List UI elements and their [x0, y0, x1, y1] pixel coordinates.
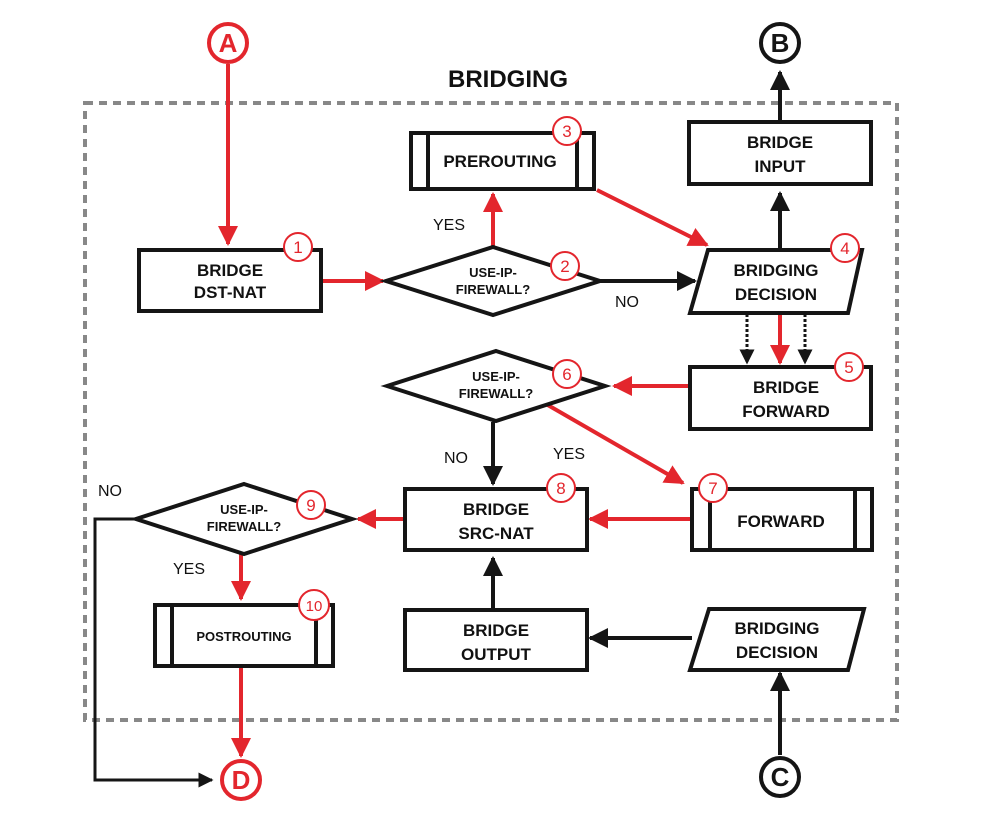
edge-label-no-decision: NO	[615, 294, 639, 311]
node-bridging-decision-1: BRIDGING DECISION	[687, 248, 865, 315]
edge-label-no-bypass: NO	[98, 483, 122, 500]
step-badge-4: 4	[830, 233, 860, 263]
step-badge-7: 7	[698, 473, 728, 503]
node-bridge-output: BRIDGE OUTPUT	[403, 608, 589, 672]
edge-label-yes-postrouting: YES	[173, 561, 205, 578]
node-label-line1: BRIDGE	[463, 500, 529, 519]
node-label-line2: SRC-NAT	[458, 524, 534, 543]
node-label: POSTROUTING	[196, 629, 291, 644]
terminal-label: B	[771, 28, 790, 58]
node-label-line2: FIREWALL?	[459, 386, 533, 401]
node-label-line1: USE-IP-	[472, 369, 520, 384]
terminal-label: D	[232, 765, 251, 795]
edge-label-yes-forward: YES	[553, 446, 585, 463]
edge-ipfw2-to-forward	[545, 402, 685, 485]
edges	[93, 64, 813, 788]
node-label-line1: BRIDGE	[753, 378, 819, 397]
node-label-line1: BRIDGE	[747, 133, 813, 152]
bridging-region-border	[83, 101, 899, 722]
node-label: PREROUTING	[443, 152, 556, 171]
node-bridging-decision-2: BRIDGING DECISION	[687, 607, 867, 672]
edge-ipfw3-to-d	[93, 517, 214, 788]
step-number: 3	[562, 122, 571, 141]
node-bridge-input: BRIDGE INPUT	[687, 120, 873, 186]
node-label-line2: FORWARD	[742, 402, 830, 421]
step-badge-5: 5	[834, 352, 864, 382]
step-badge-9: 9	[296, 490, 326, 520]
step-number: 6	[562, 365, 571, 384]
terminal-a: A	[207, 22, 249, 64]
step-number: 8	[556, 479, 565, 498]
node-prerouting: PREROUTING	[409, 131, 596, 191]
node-label-line1: USE-IP-	[469, 265, 517, 280]
step-badge-1: 1	[283, 232, 313, 262]
step-number: 9	[306, 496, 315, 515]
node-label-line2: DECISION	[736, 643, 818, 662]
node-label-line2: DST-NAT	[194, 283, 267, 302]
terminal-b: B	[759, 22, 801, 64]
step-number: 2	[560, 257, 569, 276]
terminal-d: D	[220, 759, 262, 801]
terminal-c: C	[759, 756, 801, 798]
step-number: 7	[708, 479, 717, 498]
node-label: FORWARD	[737, 512, 825, 531]
step-number: 5	[844, 358, 853, 377]
terminal-label: C	[771, 762, 790, 792]
node-bridge-forward: BRIDGE FORWARD	[688, 365, 873, 431]
node-label-line2: FIREWALL?	[207, 519, 281, 534]
node-bridge-dstnat: BRIDGE DST-NAT	[137, 248, 323, 313]
node-ip-firewall-check-1: USE-IP- FIREWALL?	[379, 244, 607, 318]
node-label-line1: BRIDGING	[734, 261, 819, 280]
step-number: 10	[306, 598, 323, 615]
step-badge-6: 6	[552, 359, 582, 389]
diagram-title: BRIDGING	[448, 66, 568, 93]
edge-label-yes-prerouting: YES	[433, 217, 465, 234]
step-badges: 1 2 3 4 5 6 7 8	[283, 116, 864, 621]
node-label-line2: FIREWALL?	[456, 282, 530, 297]
step-badge-8: 8	[546, 473, 576, 503]
step-badge-3: 3	[552, 116, 582, 146]
edge-label-no-srcnat: NO	[444, 450, 468, 467]
node-label-line2: INPUT	[755, 157, 807, 176]
step-badge-2: 2	[550, 251, 580, 281]
step-badge-10: 10	[298, 589, 330, 621]
node-label-line2: OUTPUT	[461, 645, 532, 664]
edge-prerouting-to-decision1	[596, 188, 709, 247]
node-label-line1: USE-IP-	[220, 502, 268, 517]
terminal-label: A	[219, 28, 238, 58]
node-label-line2: DECISION	[735, 285, 817, 304]
node-label-line1: BRIDGING	[735, 619, 820, 638]
node-label-line1: BRIDGE	[197, 261, 263, 280]
node-forward: FORWARD	[690, 487, 874, 552]
node-label-line1: BRIDGE	[463, 621, 529, 640]
step-number: 4	[840, 239, 849, 258]
step-number: 1	[293, 238, 302, 257]
